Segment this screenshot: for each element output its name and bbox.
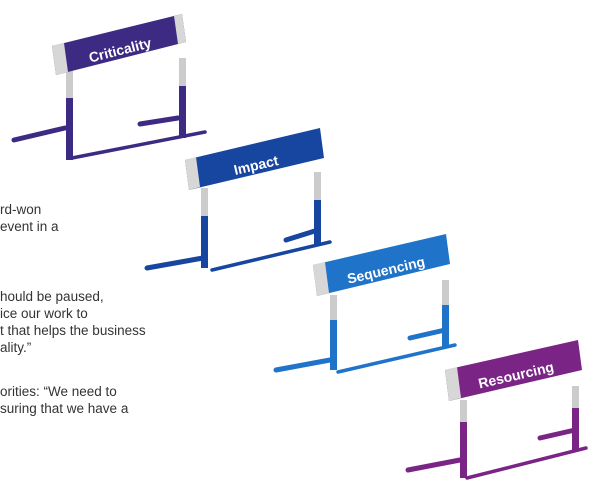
hurdle-foot (11, 125, 68, 143)
text-line: event in a (0, 219, 59, 234)
hurdle-board (185, 128, 324, 190)
hurdle-leg-top (179, 58, 186, 86)
hurdle-leg-top (314, 172, 321, 200)
hurdle-leg (314, 200, 321, 244)
text-line: ality.” (0, 340, 32, 355)
hurdle-foot (144, 255, 206, 271)
hurdle-foot (405, 457, 463, 473)
hurdle-crossbar (210, 240, 332, 272)
text-line: ice our work to (0, 306, 88, 321)
hurdle-leg (330, 320, 337, 370)
hurdle-leg (460, 422, 467, 478)
text-fragment-3: orities: “We need to suring that we have… (0, 383, 128, 417)
hurdle-leg (442, 305, 449, 347)
hurdle-leg-top (66, 70, 73, 98)
hurdle-board-end (313, 262, 329, 296)
hurdle-board-end (185, 157, 200, 190)
hurdle-leg-top (201, 188, 208, 216)
hurdle-criticality: Criticality (11, 14, 207, 160)
hurdle-sequencing: Sequencing (273, 234, 457, 374)
hurdle-board (52, 14, 186, 75)
text-line: hould be paused, (0, 289, 104, 304)
hurdle-foot (283, 227, 321, 243)
hurdle-leg-top (572, 386, 579, 408)
text-line: rd-won (0, 202, 42, 217)
text-fragment-1: rd-won event in a (0, 201, 59, 235)
text-line: orities: “We need to (0, 384, 117, 399)
hurdle-board-end (445, 367, 461, 401)
hurdle-leg (66, 98, 73, 160)
hurdle-foot (273, 357, 333, 373)
text-line: t that helps the business (0, 323, 146, 338)
hurdle-foot (407, 327, 448, 341)
hurdle-board (445, 340, 582, 401)
hurdle-foot (537, 427, 578, 441)
hurdle-foot (137, 115, 181, 127)
hurdle-impact: Impact (144, 128, 332, 272)
hurdle-board-end (174, 14, 186, 44)
hurdle-leg-top (460, 400, 467, 422)
text-fragment-2: hould be paused, ice our work to t that … (0, 288, 146, 356)
hurdle-resourcing: Resourcing (405, 340, 588, 480)
hurdle-leg-top (330, 295, 337, 320)
hurdle-crossbar (336, 343, 457, 374)
hurdle-leg (572, 408, 579, 450)
hurdle-crossbar (465, 446, 588, 480)
hurdle-leg (179, 86, 186, 138)
hurdle-leg (201, 216, 208, 268)
hurdle-board (313, 234, 450, 296)
hurdle-board-end (52, 43, 68, 75)
text-line: suring that we have a (0, 401, 129, 416)
hurdle-leg-top (442, 280, 449, 305)
